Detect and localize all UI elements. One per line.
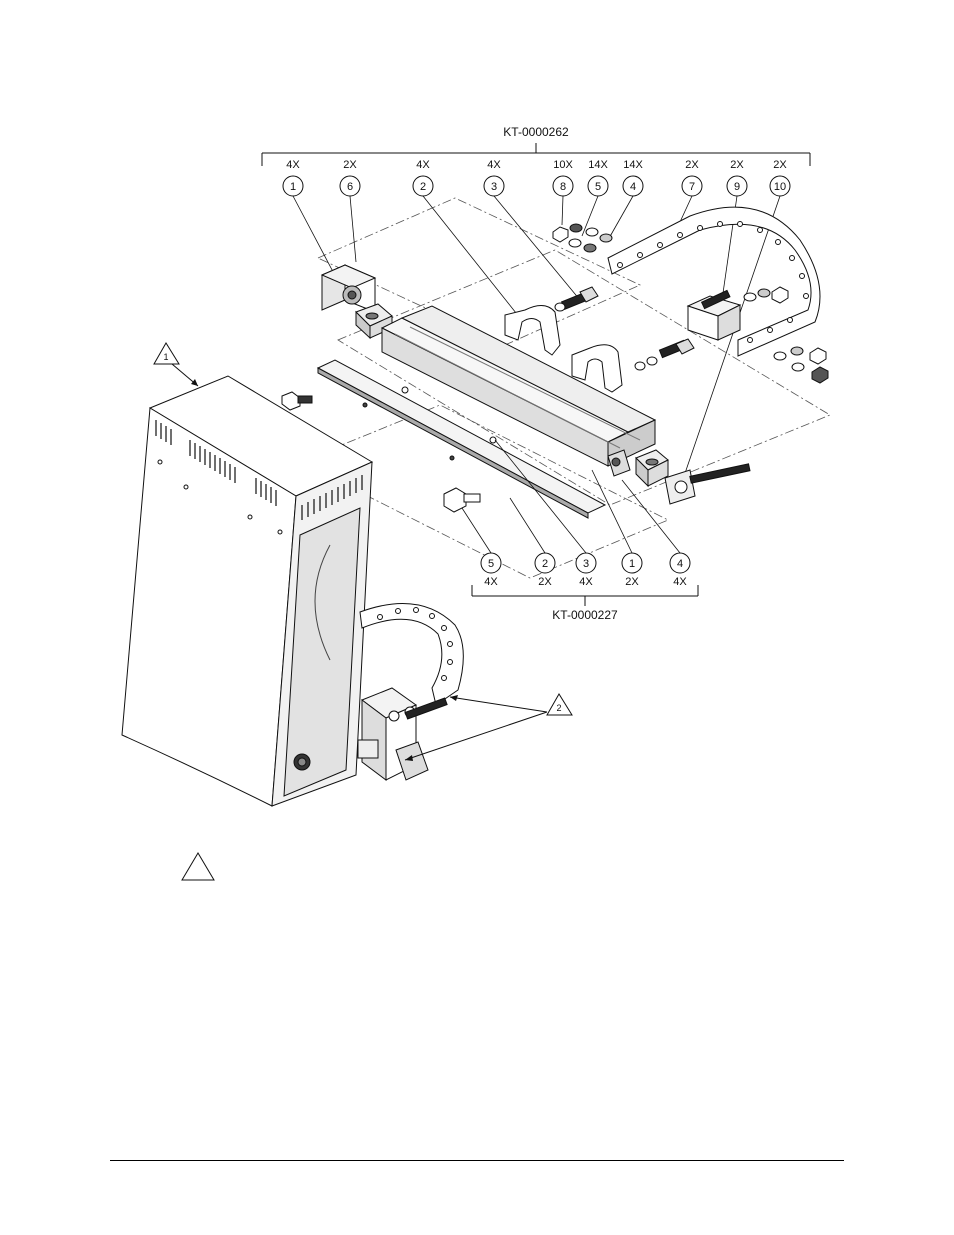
- nut-washer-stack-right: [773, 346, 829, 384]
- steel-band-strap: [607, 206, 821, 357]
- upper-callout: 10X 8: [552, 159, 574, 197]
- pole-clamp-block-left: [320, 264, 377, 313]
- note-flag-1: 1: [153, 342, 199, 387]
- callout-number: 4: [677, 558, 683, 570]
- band-clamp-block: [686, 286, 789, 341]
- channel-nut-right: [635, 449, 669, 488]
- callout-number: 1: [629, 558, 635, 570]
- upper-callout: 14X 4: [622, 159, 644, 197]
- lower-callout: 3 4X: [575, 552, 597, 588]
- callout-qty: 2X: [343, 159, 357, 171]
- callout-qty: 4X: [484, 576, 498, 588]
- callout-number: 7: [689, 181, 695, 193]
- plate-stud: [401, 386, 497, 444]
- callout-qty: 2X: [685, 159, 699, 171]
- plate-bolt-lower: [443, 487, 481, 513]
- callout-number: 10: [774, 181, 786, 193]
- callout-qty: 2X: [625, 576, 639, 588]
- bolt-3-lower: [634, 338, 695, 371]
- callout-qty: 14X: [623, 159, 643, 171]
- note-flag-1-number: 1: [163, 352, 168, 362]
- rf-transceiver-enclosure: [121, 375, 374, 807]
- callout-qty: 14X: [588, 159, 608, 171]
- channel-nut-strut-end: [607, 449, 631, 477]
- band-clamp-upper: [504, 305, 561, 356]
- installed-band-assembly: [359, 603, 464, 706]
- upper-kit-bracket: [261, 143, 811, 166]
- upper-callout: 4X 1: [282, 159, 304, 197]
- long-bolt-10: [664, 463, 751, 505]
- callout-number: 1: [290, 181, 296, 193]
- callout-number: 3: [583, 558, 589, 570]
- bolt-3-upper: [554, 286, 599, 312]
- installed-clamp-hardware: [357, 687, 448, 781]
- callout-qty: 4X: [673, 576, 687, 588]
- lower-kit-bracket: [471, 585, 699, 606]
- callout-qty: 2X: [538, 576, 552, 588]
- nut-washer-stack-upper: [552, 223, 613, 253]
- plate-bolt-upper: [281, 391, 313, 411]
- upper-kit-part-number: KT-0000262: [503, 125, 569, 139]
- lower-kit-part-number: KT-0000227: [552, 608, 618, 622]
- callout-qty: 10X: [553, 159, 573, 171]
- note-legend-triangle: [181, 852, 215, 881]
- strut-channel: [380, 305, 657, 467]
- lower-callout: 1 2X: [621, 552, 643, 588]
- upper-callout: 2X 9: [726, 159, 748, 197]
- callout-number: 6: [347, 181, 353, 193]
- phantom-lines: [299, 197, 831, 579]
- upper-callout: 2X 7: [681, 159, 703, 197]
- callout-number: 3: [491, 181, 497, 193]
- lower-callout: 2 2X: [534, 552, 556, 588]
- callout-number: 8: [560, 181, 566, 193]
- leader-lines: [292, 195, 781, 483]
- callout-qty: 4X: [416, 159, 430, 171]
- note-flag-2-number: 2: [556, 703, 561, 713]
- upper-callout: 4X 2: [412, 159, 434, 197]
- callout-qty: 4X: [579, 576, 593, 588]
- callout-number: 9: [734, 181, 740, 193]
- callout-number: 4: [630, 181, 636, 193]
- footer-rule: [110, 1160, 844, 1161]
- callout-number: 2: [542, 558, 548, 570]
- lower-callout: 4 4X: [669, 552, 691, 588]
- callout-qty: 2X: [730, 159, 744, 171]
- callout-number: 5: [488, 558, 494, 570]
- callout-qty: 4X: [487, 159, 501, 171]
- upper-callout: 2X 6: [339, 159, 361, 197]
- upper-callout: 14X 5: [587, 159, 609, 197]
- note-flag-2: 2: [404, 693, 573, 761]
- callout-qty: 2X: [773, 159, 787, 171]
- callout-number: 2: [420, 181, 426, 193]
- lower-callout: 5 4X: [480, 552, 502, 588]
- upper-callout: 4X 3: [483, 159, 505, 197]
- callout-qty: 4X: [286, 159, 300, 171]
- callout-number: 5: [595, 181, 601, 193]
- upper-callout: 2X 10: [769, 159, 791, 197]
- mounting-plate: [316, 359, 607, 519]
- band-clamp-lower: [571, 344, 623, 393]
- leader-lines-lower: [461, 439, 681, 554]
